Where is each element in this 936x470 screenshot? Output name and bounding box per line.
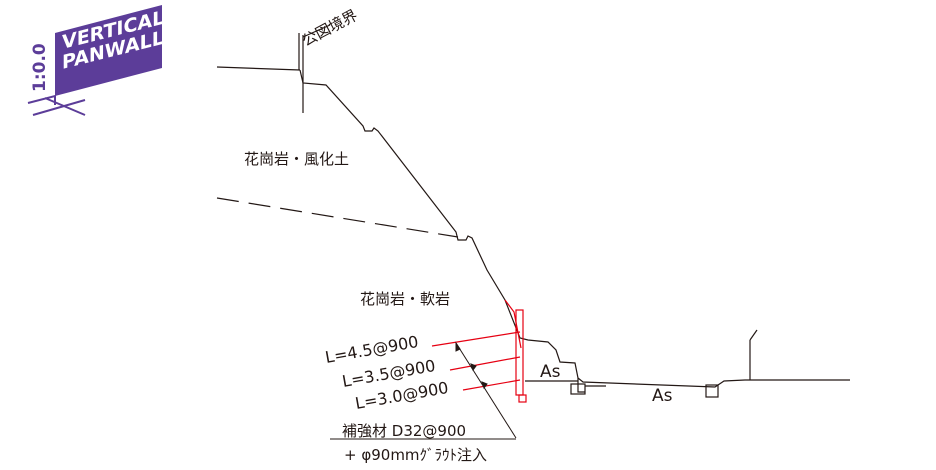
lower-layer-label: 花崗岩・軟岩 [360, 290, 451, 308]
anchor-group [431, 299, 527, 403]
reinforcement-leader [330, 341, 517, 440]
ground-profile [216, 24, 850, 398]
asphalt-label-1: As [540, 362, 561, 382]
boundary-leader [302, 24, 331, 38]
logo [27, 5, 162, 116]
upper-layer-label: 花崗岩・風化土 [244, 150, 350, 168]
logo-scale: 1:0.0 [30, 43, 50, 92]
grout-spec: + φ90mmｸﾞﾗｳﾄ注入 [344, 446, 488, 464]
layer-boundary-dashed [216, 197, 459, 238]
pile [515, 309, 524, 396]
anchor-line-1 [431, 331, 521, 347]
reinforcement-spec: 補強材 D32@900 [342, 422, 467, 440]
anchor-line-3 [462, 379, 521, 391]
asphalt-label-2: As [652, 386, 673, 406]
logo-panel [55, 5, 162, 96]
anchor-line-2 [449, 356, 521, 371]
